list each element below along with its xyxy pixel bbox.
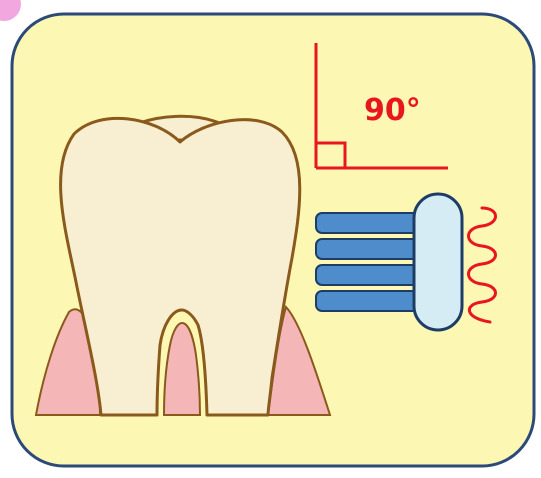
bristle-3	[316, 265, 426, 285]
tooth-icon	[61, 116, 300, 415]
bristle-2	[316, 239, 426, 259]
corner-tab	[0, 0, 21, 21]
bristle-1	[316, 213, 426, 233]
brush-head	[414, 194, 462, 330]
bristle-4	[316, 291, 426, 311]
angle-label: 90°	[364, 93, 421, 128]
